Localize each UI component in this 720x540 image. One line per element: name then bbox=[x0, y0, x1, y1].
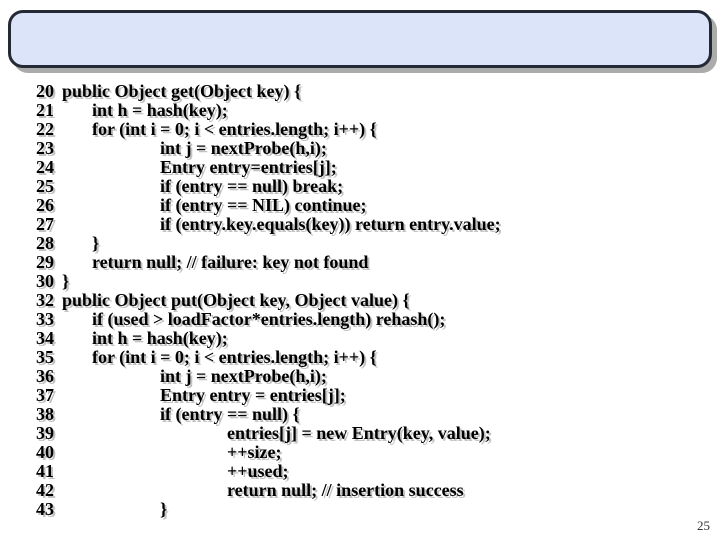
line-number: 24 bbox=[36, 157, 54, 177]
line-number: 40 bbox=[36, 442, 54, 462]
line-number: 34 bbox=[36, 328, 54, 348]
code-line: 25 if (entry == null) break; bbox=[36, 177, 501, 196]
code-line: 32 public Object put(Object key, Object v… bbox=[36, 291, 501, 310]
line-number: 33 bbox=[36, 309, 54, 329]
code-text: int h = hash(key); bbox=[92, 328, 228, 348]
code-text: for (int i = 0; i < entries.length; i++)… bbox=[92, 347, 377, 367]
code-line: 39 entries[j] = new Entry(key, value); bbox=[36, 424, 501, 443]
code-line: 35 for (int i = 0; i < entries.length; i+… bbox=[36, 348, 501, 367]
line-number: 41 bbox=[36, 461, 54, 481]
line-number: 28 bbox=[36, 233, 54, 253]
code-line: 29 return null; // failure: key not found bbox=[36, 253, 501, 272]
code-text: return null; // insertion success bbox=[227, 480, 464, 500]
code-line: 33 if (used > loadFactor*entries.length) … bbox=[36, 310, 501, 329]
code-text: if (entry == NIL) continue; bbox=[160, 195, 367, 215]
code-line: 37 Entry entry = entries[j]; bbox=[36, 386, 501, 405]
line-number: 22 bbox=[36, 119, 54, 139]
code-text: if (used > loadFactor*entries.length) re… bbox=[92, 309, 446, 329]
code-text: Entry entry = entries[j]; bbox=[160, 385, 346, 405]
code-line: 43} bbox=[36, 500, 501, 519]
code-line: 42 return null; // insertion success bbox=[36, 481, 501, 500]
code-text: ++used; bbox=[227, 461, 289, 481]
line-number: 30 bbox=[36, 271, 54, 291]
code-line: 21 int h = hash(key); bbox=[36, 101, 501, 120]
line-number: 21 bbox=[36, 100, 54, 120]
line-number: 35 bbox=[36, 347, 54, 367]
line-number: 42 bbox=[36, 480, 54, 500]
code-line: 41 ++used; bbox=[36, 462, 501, 481]
code-line: 23 int j = nextProbe(h,i); bbox=[36, 139, 501, 158]
code-text: public Object put(Object key, Object val… bbox=[62, 290, 410, 310]
code-text: Entry entry=entries[j]; bbox=[160, 157, 337, 177]
line-number: 37 bbox=[36, 385, 54, 405]
code-text: int j = nextProbe(h,i); bbox=[160, 366, 327, 386]
line-number: 39 bbox=[36, 423, 54, 443]
code-line: 38 if (entry == null) { bbox=[36, 405, 501, 424]
code-text: if (entry.key.equals(key)) return entry.… bbox=[160, 214, 501, 234]
code-text: for (int i = 0; i < entries.length; i++)… bbox=[92, 119, 377, 139]
code-line: 22 for (int i = 0; i < entries.length; i+… bbox=[36, 120, 501, 139]
line-number: 27 bbox=[36, 214, 54, 234]
code-text: } bbox=[92, 233, 100, 253]
code-text: } bbox=[160, 499, 168, 519]
line-number: 25 bbox=[36, 176, 54, 196]
code-line: 20 public Object get(Object key) { bbox=[36, 82, 501, 101]
code-text: } bbox=[62, 271, 70, 291]
line-number: 38 bbox=[36, 404, 54, 424]
line-number: 36 bbox=[36, 366, 54, 386]
code-text: int h = hash(key); bbox=[92, 100, 228, 120]
code-line: 26 if (entry == NIL) continue; bbox=[36, 196, 501, 215]
line-number: 43 bbox=[36, 499, 54, 519]
code-line: 36 int j = nextProbe(h,i); bbox=[36, 367, 501, 386]
code-line: 34 int h = hash(key); bbox=[36, 329, 501, 348]
line-number: 23 bbox=[36, 138, 54, 158]
code-line: 30} bbox=[36, 272, 501, 291]
page-number: 25 bbox=[697, 518, 710, 533]
code-text: if (entry == null) break; bbox=[160, 176, 344, 196]
line-number: 26 bbox=[36, 195, 54, 215]
code-text: int j = nextProbe(h,i); bbox=[160, 138, 327, 158]
title-box bbox=[8, 10, 712, 68]
code-text: entries[j] = new Entry(key, value); bbox=[227, 423, 491, 443]
code-line: 24 Entry entry=entries[j]; bbox=[36, 158, 501, 177]
code-line: 28} bbox=[36, 234, 501, 253]
code-line: 40 ++size; bbox=[36, 443, 501, 462]
code-text: if (entry == null) { bbox=[160, 404, 300, 424]
line-number: 20 bbox=[36, 81, 54, 101]
code-line: 27 if (entry.key.equals(key)) return entr… bbox=[36, 215, 501, 234]
line-number: 32 bbox=[36, 290, 54, 310]
code-text: ++size; bbox=[227, 442, 282, 462]
code-block: 20 public Object get(Object key) { 21 int h… bbox=[36, 82, 501, 519]
code-text: public Object get(Object key) { bbox=[62, 81, 302, 101]
line-number: 29 bbox=[36, 252, 54, 272]
code-text: return null; // failure: key not found bbox=[92, 252, 369, 272]
